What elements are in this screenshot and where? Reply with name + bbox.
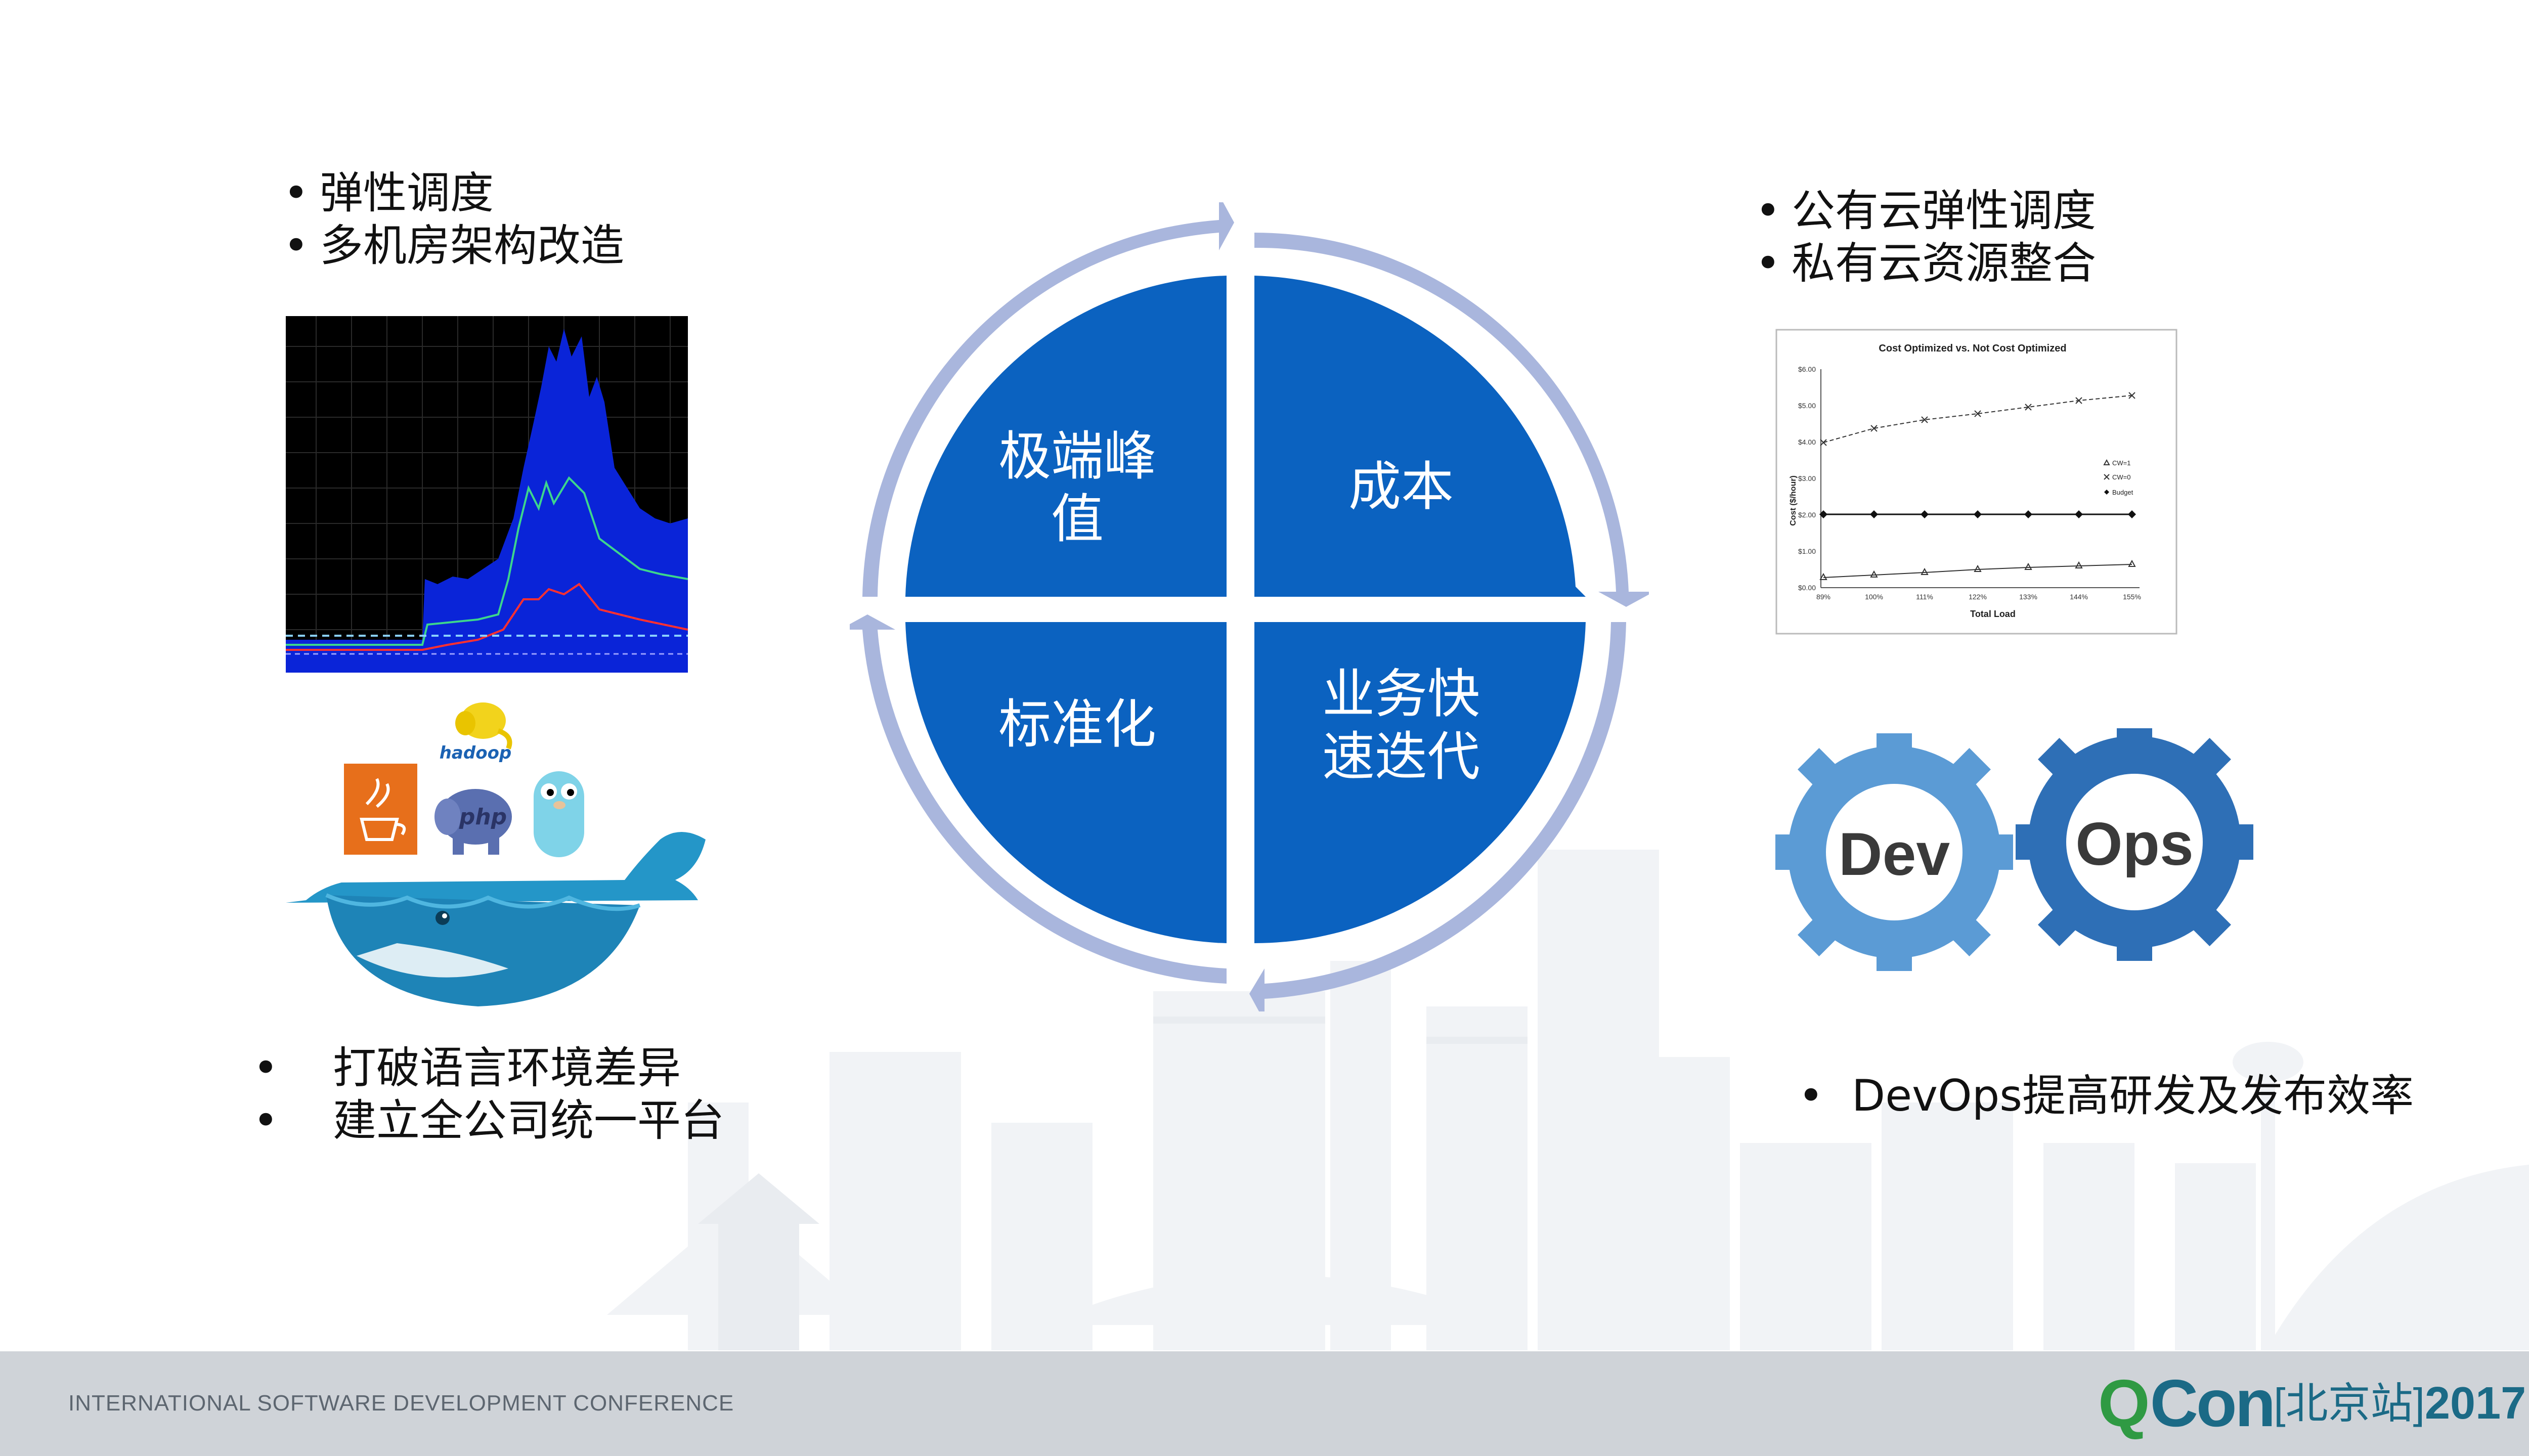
left-bottom-bullets: 打破语言环境差异 建立全公司统一平台 <box>253 1042 724 1147</box>
bullet-item: 多机房架构改造 <box>283 219 624 272</box>
x-tick: 100% <box>1865 593 1883 601</box>
cost-chart-x-label: Total Load <box>1970 609 2016 619</box>
y-tick: $2.00 <box>1798 511 1816 519</box>
logo-q: Q <box>2098 1366 2150 1440</box>
quadrant-top-right <box>1254 276 1586 597</box>
logo-city: [北京站] <box>2274 1380 2425 1427</box>
right-bottom-bullets: DevOps提高研发及发布效率 <box>1798 1070 2414 1122</box>
series-budget-markers <box>1819 510 2136 518</box>
hadoop-elephant-icon: hadoop <box>440 702 512 763</box>
php-elephant-icon: php <box>434 789 512 855</box>
cycle-label-extreme-peak: 极端峰 值 <box>998 425 1156 550</box>
footer-bar <box>0 1351 2529 1456</box>
php-label: php <box>459 804 507 830</box>
cycle-label-standardization: 标准化 <box>998 693 1156 755</box>
x-tick: 144% <box>2070 593 2088 601</box>
java-icon <box>344 764 417 855</box>
x-tick: 122% <box>1969 593 1987 601</box>
docker-whale-illustration: hadoop php <box>286 702 706 1006</box>
hadoop-label: hadoop <box>440 743 512 763</box>
x-tick: 89% <box>1816 593 1830 601</box>
y-tick: $5.00 <box>1798 402 1816 410</box>
legend-cw1: CW=1 <box>2112 459 2130 467</box>
bullet-item: DevOps提高研发及发布效率 <box>1798 1070 2414 1122</box>
x-tick: 155% <box>2123 593 2141 601</box>
y-tick: $1.00 <box>1798 547 1816 555</box>
dev-gear-icon: Dev <box>1775 733 2013 971</box>
qcon-logo: QCon[北京站]2017 <box>2098 1370 2526 1437</box>
go-gopher-icon <box>534 771 584 857</box>
x-tick: 111% <box>1916 593 1933 601</box>
bullet-item: 公有云弹性调度 <box>1755 185 2096 237</box>
logo-year: 2017 <box>2424 1378 2526 1429</box>
bullet-item: 打破语言环境差异 <box>253 1042 724 1094</box>
y-tick: $0.00 <box>1798 584 1816 592</box>
cost-chart-y-label: Cost ($/hour) <box>1789 475 1798 526</box>
quadrant-bottom-left <box>905 622 1227 943</box>
cycle-label-fast-iteration: 业务快 速迭代 <box>1322 663 1480 787</box>
series-cw1-markers <box>1819 559 2136 580</box>
cost-optimized-chart: Cost Optimized vs. Not Cost Optimized Co… <box>1775 329 2177 635</box>
ops-label: Ops <box>2075 810 2193 878</box>
dev-label: Dev <box>1839 820 1950 888</box>
series-cw0-markers <box>1820 392 2135 446</box>
cycle-label-cost: 成本 <box>1348 456 1454 517</box>
ops-gear-icon: Ops <box>2016 728 2253 961</box>
cycle-diagram <box>850 202 1649 1011</box>
bullet-item: 建立全公司统一平台 <box>253 1094 724 1147</box>
cost-chart-title: Cost Optimized vs. Not Cost Optimized <box>1879 343 2066 354</box>
left-top-bullets: 弹性调度 多机房架构改造 <box>283 167 624 272</box>
legend-budget: Budget <box>2112 489 2133 496</box>
conference-name: INTERNATIONAL SOFTWARE DEVELOPMENT CONFE… <box>68 1391 734 1416</box>
y-tick: $3.00 <box>1798 474 1816 482</box>
right-top-bullets: 公有云弹性调度 私有云资源整合 <box>1755 185 2096 290</box>
quadrant-top-left <box>905 276 1237 597</box>
y-tick: $6.00 <box>1798 365 1816 373</box>
bullet-item: 私有云资源整合 <box>1755 237 2096 290</box>
traffic-peak-chart <box>286 316 688 673</box>
legend-cw0: CW=0 <box>2112 473 2130 481</box>
y-tick: $4.00 <box>1798 438 1816 446</box>
devops-gears: Dev Ops <box>1775 728 2253 971</box>
x-tick: 133% <box>2019 593 2037 601</box>
bullet-item: 弹性调度 <box>283 167 624 219</box>
logo-con: Con <box>2150 1366 2276 1440</box>
whale-icon <box>286 832 706 1006</box>
quadrant-bottom-right <box>1254 622 1586 944</box>
